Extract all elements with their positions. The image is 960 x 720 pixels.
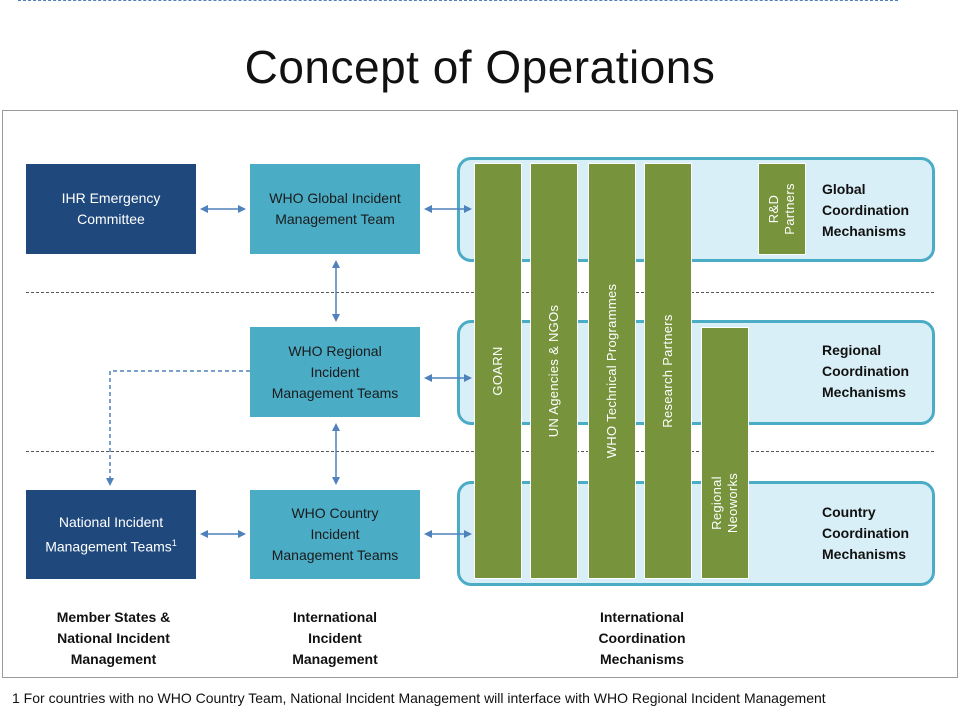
label-line: Mechanisms <box>822 384 907 400</box>
country-mechanisms-label: Country Coordination Mechanisms <box>822 502 909 565</box>
box-line: WHO Country <box>291 505 379 521</box>
footnote-marker: 1 <box>171 537 177 548</box>
label-line: Management <box>70 651 157 667</box>
un-agencies-ngos-bar: UN Agencies & NGOs <box>530 163 578 579</box>
box-line: Management Teams1 <box>45 533 177 558</box>
label-line: National Incident <box>57 630 170 646</box>
box-line: Incident <box>310 526 360 542</box>
research-partners-bar: Research Partners <box>644 163 692 579</box>
box-line: Management Teams <box>271 384 399 401</box>
label-line: Mechanisms <box>599 651 685 667</box>
label-line: Mechanisms <box>822 546 907 562</box>
box-line: Management Teams <box>271 547 399 563</box>
label-line: Management <box>292 651 378 667</box>
who-global-imt-box: WHO Global Incident Management Team <box>250 164 420 254</box>
label-line: Coordination <box>598 630 686 646</box>
who-country-imt-box: WHO Country Incident Management Teams <box>250 490 420 579</box>
label-line: Mechanisms <box>822 223 907 239</box>
label-line: Regional <box>822 342 882 358</box>
ihr-emergency-committee-box: IHR Emergency Committee <box>26 164 196 254</box>
dashed-regional-national <box>106 370 250 486</box>
label-line: Coordination <box>822 202 910 218</box>
label-line: Incident <box>308 630 362 646</box>
who-technical-programmes-bar: WHO Technical Programmes <box>588 163 636 579</box>
box-line: Management Team <box>275 211 395 227</box>
goarn-bar: GOARN <box>474 163 522 579</box>
label-line: Coordination <box>822 525 910 541</box>
box-line: IHR Emergency <box>61 190 161 206</box>
box-line-text: Management Teams <box>45 538 172 555</box>
label-line: Country <box>822 504 876 520</box>
regional-networks-bar: Regional Neoworks <box>701 327 749 579</box>
who-regional-imt-box: WHO Regional Incident Management Teams <box>250 327 420 417</box>
international-incident-management-label: International Incident Management <box>250 607 420 670</box>
footnote: 1 For countries with no WHO Country Team… <box>12 690 826 706</box>
box-line: WHO Regional <box>288 342 382 359</box>
regional-mechanisms-label: Regional Coordination Mechanisms <box>822 340 909 403</box>
rd-partners-bar: R&D Partners <box>758 163 806 255</box>
top-dashed-line <box>18 0 898 1</box>
page-title: Concept of Operations <box>244 41 716 93</box>
label-line: Member States & <box>56 609 171 625</box>
label-line: International <box>292 609 377 625</box>
label-line: Global <box>822 181 866 197</box>
international-coordination-label: International Coordination Mechanisms <box>557 607 727 670</box>
member-states-label: Member States & National Incident Manage… <box>26 607 201 670</box>
box-line: WHO Global Incident <box>269 190 401 206</box>
national-incident-management-teams-box: National Incident Management Teams1 <box>26 490 196 579</box>
label-line: Coordination <box>822 363 910 379</box>
diagram-frame <box>2 110 958 678</box>
box-line: Committee <box>77 211 145 227</box>
label-line: International <box>599 609 684 625</box>
global-mechanisms-label: Global Coordination Mechanisms <box>822 179 909 242</box>
box-line: National Incident <box>58 513 164 530</box>
box-line: Incident <box>310 363 360 380</box>
